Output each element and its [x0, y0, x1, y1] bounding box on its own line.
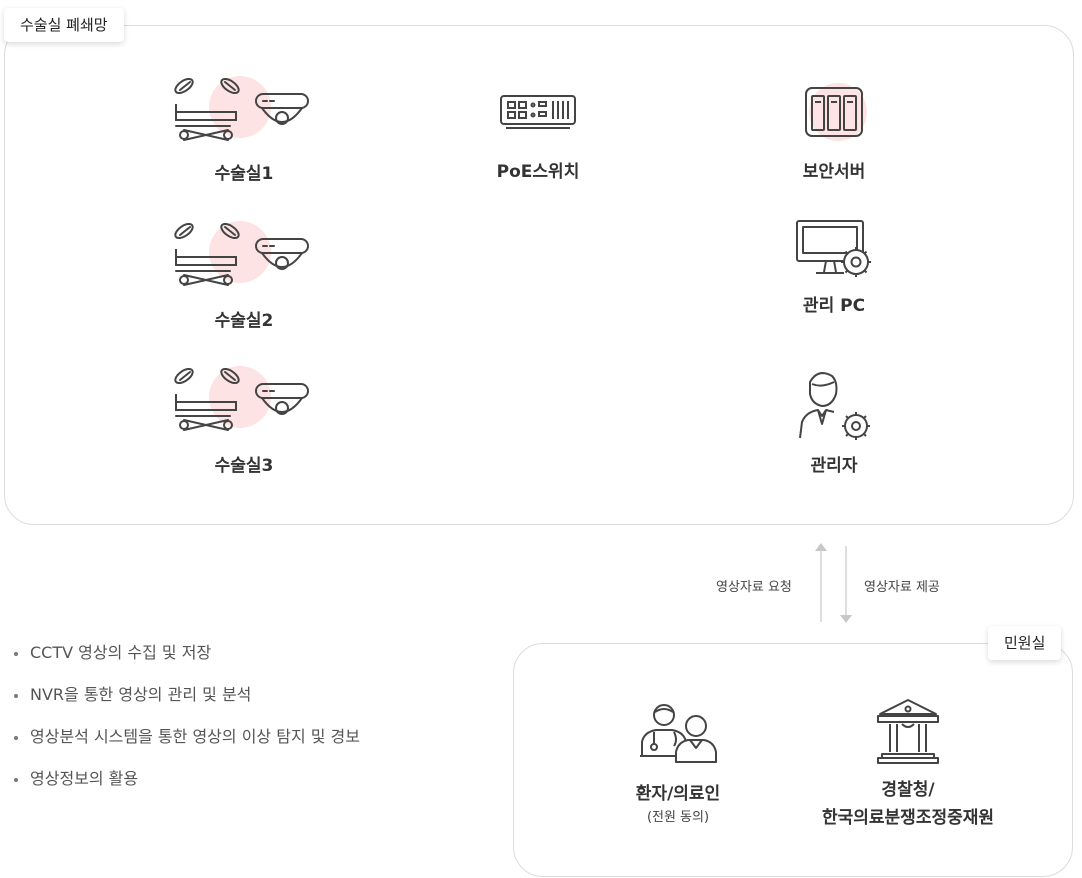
bullet-item: 영상분석 시스템을 통한 영상의 이상 탐지 및 경보 — [14, 723, 360, 747]
provide-label: 영상자료 제공 — [864, 580, 940, 595]
server-icon — [802, 82, 870, 146]
admin-person-icon — [798, 370, 874, 444]
poe-switch-icon — [500, 95, 576, 133]
civil-room-tag: 민원실 — [988, 626, 1062, 660]
patient-doctor-icon — [640, 702, 718, 768]
government-building-icon — [876, 698, 940, 768]
admin-pc-label: 관리 PC — [802, 296, 866, 316]
security-server-label: 보안서버 — [802, 162, 866, 182]
operating-room-1-label: 수술실1 — [214, 164, 274, 184]
request-label: 영상자료 요청 — [716, 580, 792, 595]
surgery-camera-icon — [170, 74, 320, 150]
civil-room-panel — [513, 643, 1073, 877]
surgery-camera-icon — [170, 364, 320, 440]
police-label-line2: 한국의료분쟁조정중재원 — [821, 808, 995, 828]
monitor-gear-icon — [796, 220, 874, 284]
bullet-item: NVR을 통한 영상의 관리 및 분석 — [14, 681, 251, 705]
operating-room-2-label: 수술실2 — [214, 311, 274, 331]
bullet-item: 영상정보의 활용 — [14, 765, 138, 789]
bullet-item: CCTV 영상의 수집 및 저장 — [14, 639, 211, 663]
operating-network-tag: 수술실 폐쇄망 — [4, 8, 124, 42]
admin-label: 관리자 — [810, 456, 858, 476]
surgery-camera-icon — [170, 219, 320, 295]
operating-room-network-panel — [4, 25, 1074, 525]
patient-consent-note: (전원 동의) — [646, 810, 710, 825]
patient-medical-label: 환자/의료인 — [635, 784, 721, 804]
operating-room-3-label: 수술실3 — [214, 456, 274, 476]
poe-switch-label: PoE스위치 — [496, 162, 580, 182]
police-label-line1: 경찰청/ — [881, 780, 935, 800]
